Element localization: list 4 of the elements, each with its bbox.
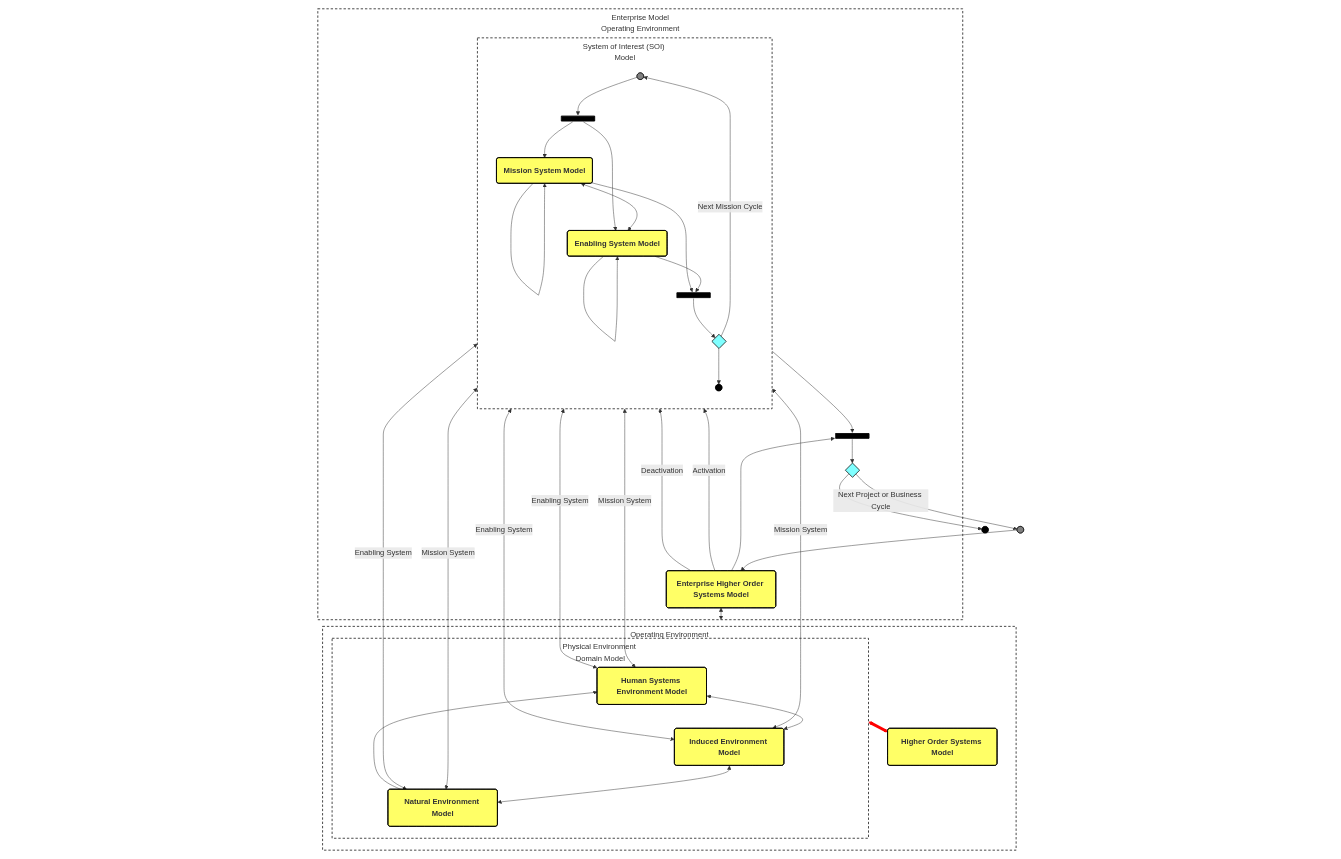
node-diamond (711, 333, 727, 349)
arrow (718, 607, 723, 620)
arrow (868, 721, 888, 733)
node-diamond (844, 462, 860, 478)
